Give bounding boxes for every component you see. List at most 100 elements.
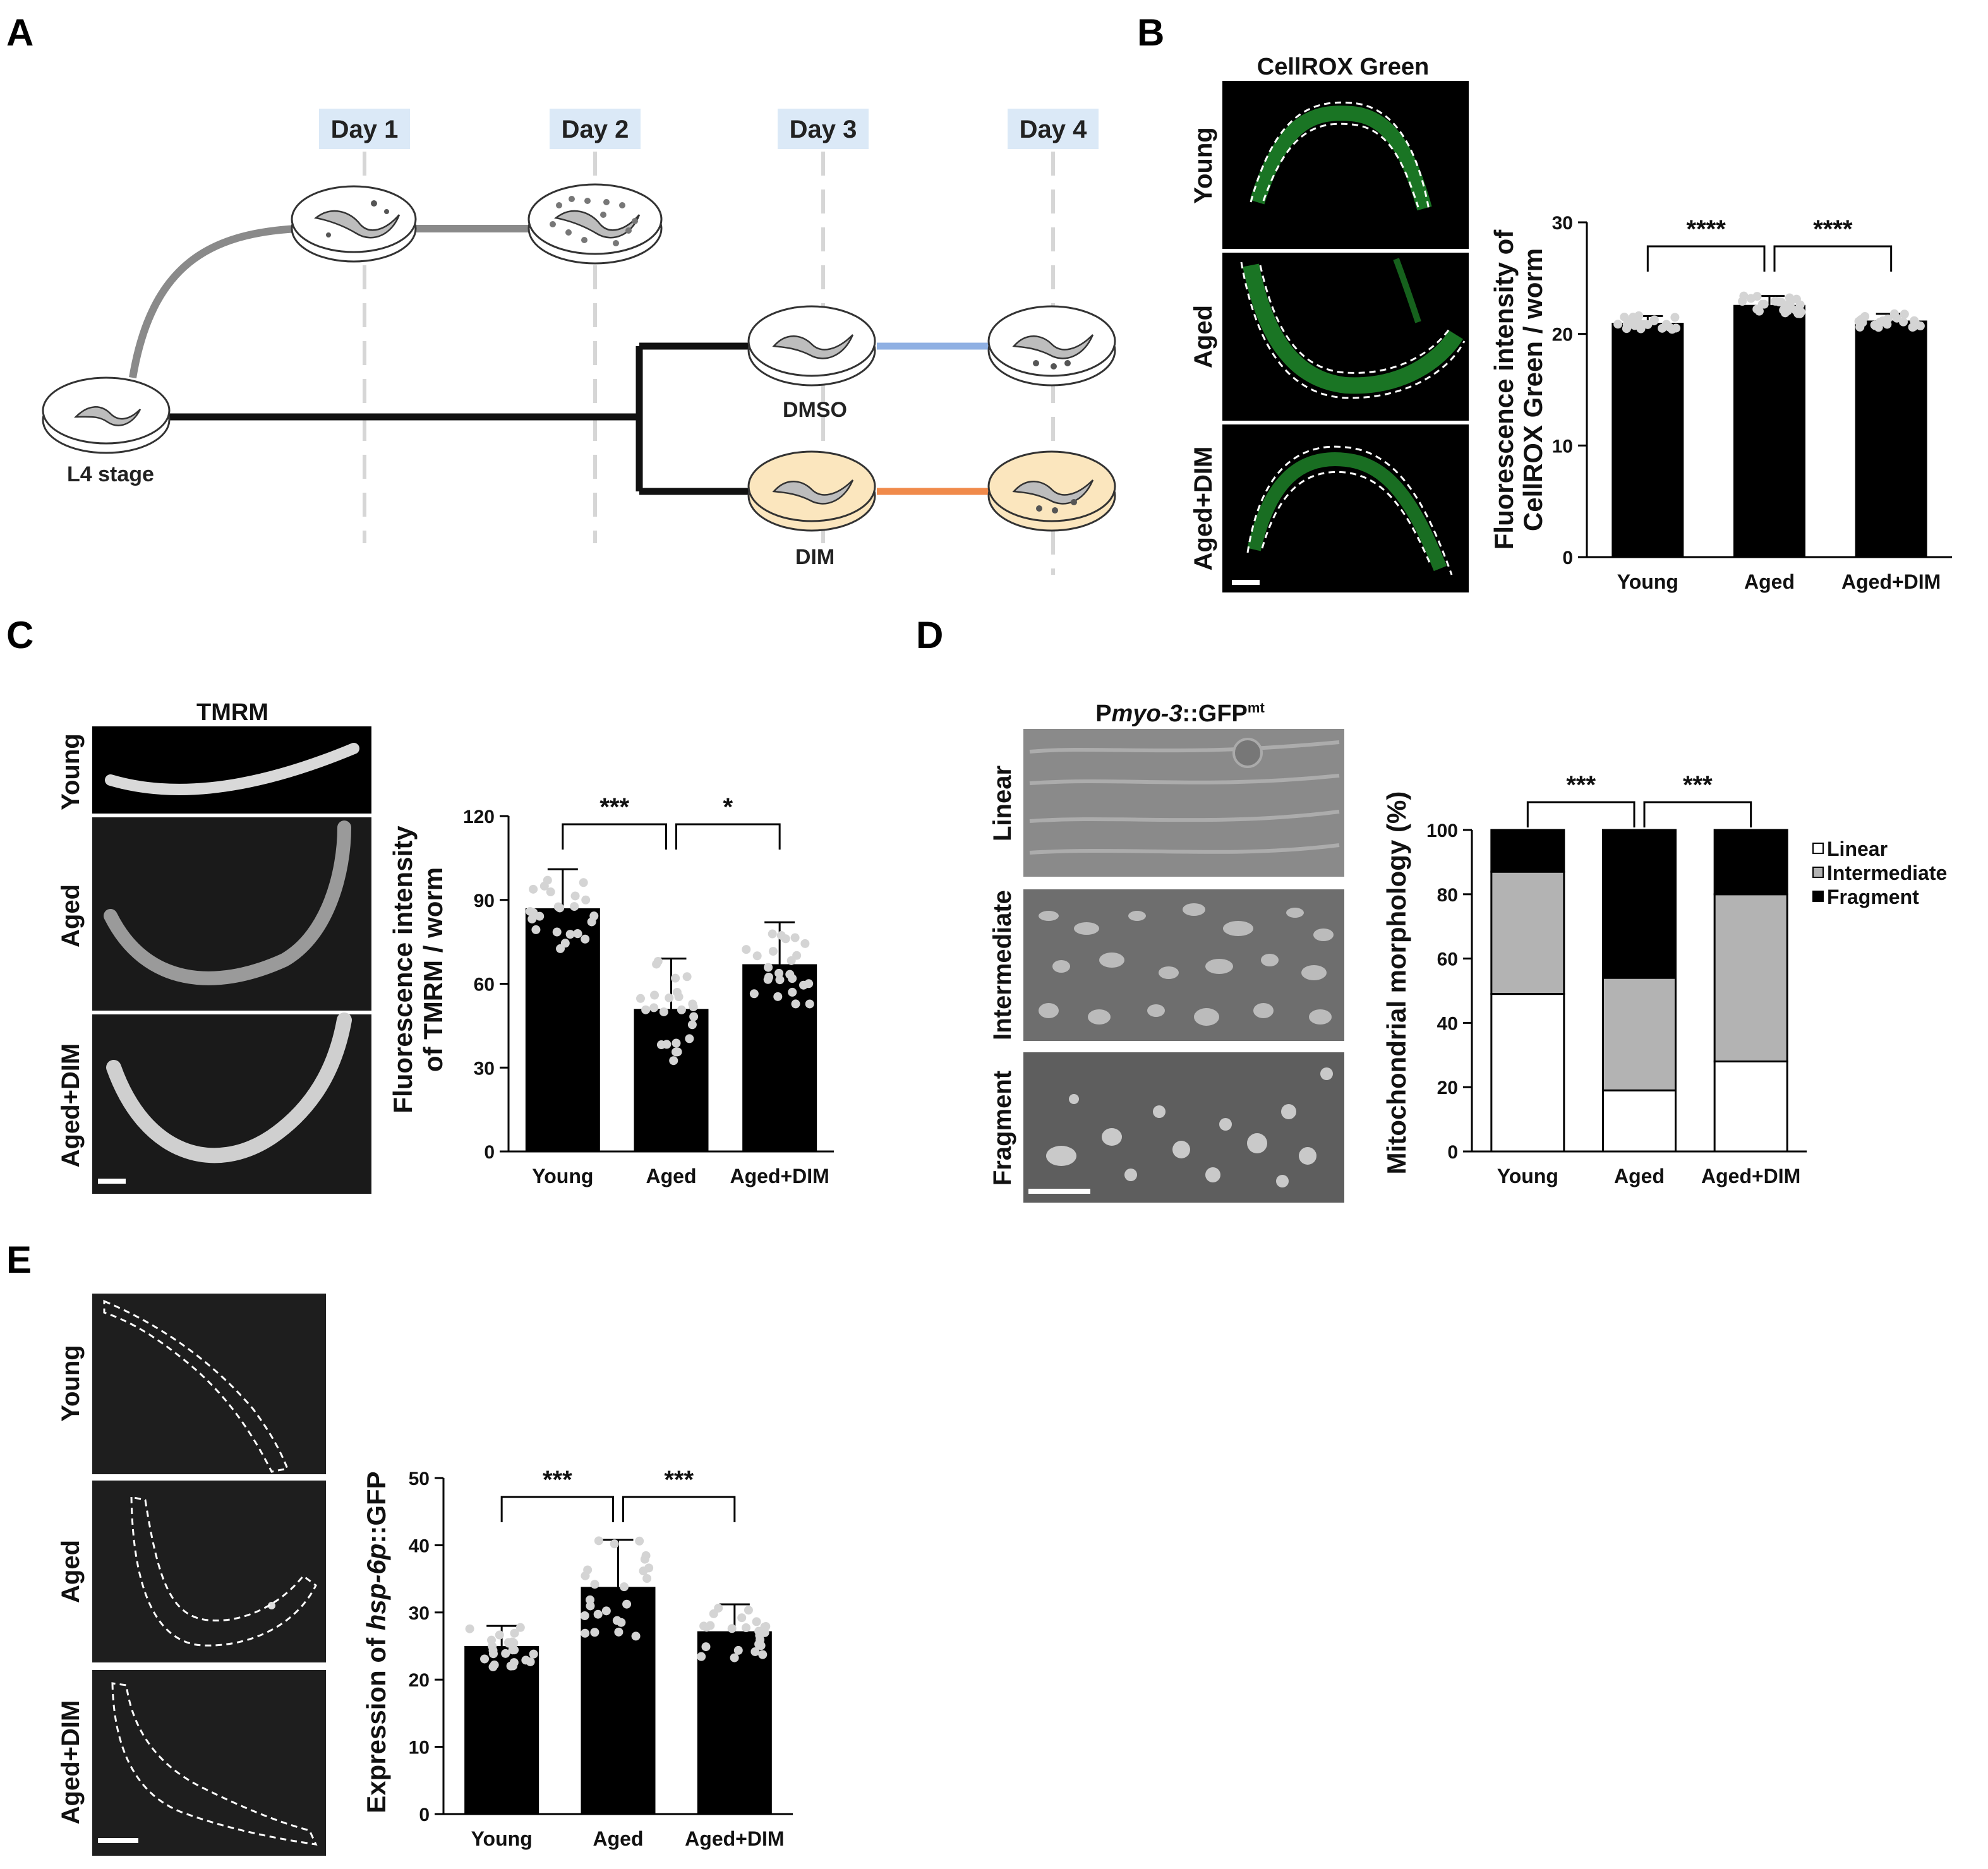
significance-bracket: [1526, 801, 1636, 827]
myo3-image-title: Pmyo-3::GFPmt: [1095, 700, 1265, 727]
y-axis-title: Fluorescence intensity ofCellROX Green /…: [1489, 229, 1548, 550]
data-point: [750, 1647, 760, 1656]
y-tick-label: 10: [409, 1738, 430, 1758]
legend-swatch: [1812, 843, 1824, 854]
data-point: [622, 1599, 632, 1609]
data-point: [531, 925, 541, 934]
panel-b: B CellROX Green Young Aged Aged+DIM 0102…: [1137, 11, 1952, 593]
day-label-3: Day 3: [778, 109, 869, 149]
petri-dish-day1: [291, 185, 417, 263]
data-point: [1795, 309, 1805, 318]
significance-bracket: [675, 823, 781, 850]
stacked-bar-segment: [1490, 870, 1565, 995]
cellrox-row-aged: Aged: [1190, 305, 1217, 368]
data-point: [687, 1020, 697, 1030]
y-tick-label: 100: [1426, 820, 1458, 841]
x-category-label: Aged+DIM: [1701, 1165, 1800, 1187]
y-tick-label: 50: [409, 1469, 430, 1489]
hsp6-row-aged-dim: Aged+DIM: [57, 1700, 85, 1825]
data-point: [529, 884, 538, 894]
data-point: [593, 1609, 603, 1619]
data-point: [581, 895, 591, 904]
myo3-row-fragment: Fragment: [989, 1071, 1016, 1186]
data-point: [685, 1034, 694, 1043]
data-point: [775, 975, 785, 985]
data-point: [742, 1623, 751, 1633]
x-category-label: Aged: [1744, 570, 1795, 593]
data-point: [488, 1662, 498, 1671]
panel-letter-c: C: [6, 614, 33, 656]
significance-bracket: [562, 823, 667, 850]
data-point: [1636, 320, 1645, 329]
data-point: [1670, 313, 1680, 322]
significance-bracket: [1773, 245, 1893, 272]
y-axis-title-line: of TMRM / worm: [418, 867, 448, 1072]
petri-dish-dmso-day3: [747, 305, 876, 387]
data-point: [579, 878, 588, 887]
data-point: [702, 1623, 711, 1632]
l4-stage-label: L4 stage: [67, 462, 154, 486]
y-axis-title-part: hsp-6p: [361, 1544, 391, 1631]
dmso-label: DMSO: [783, 398, 847, 422]
scale-bar: [1232, 580, 1260, 585]
data-point: [1883, 314, 1893, 323]
y-axis-title-line: Mitochondrial morphology (%): [1382, 791, 1411, 1175]
scale-bar: [98, 1838, 138, 1843]
data-point: [570, 902, 579, 911]
data-point: [488, 1649, 498, 1659]
y-tick-label: 20: [1437, 1078, 1458, 1098]
data-point: [1774, 297, 1784, 307]
y-tick-label: 0: [1562, 548, 1573, 568]
data-point: [773, 992, 783, 1001]
stacked-bar-segment: [1602, 1089, 1677, 1153]
panel-d: D Pmyo-3::GFPmt: [916, 614, 1947, 1203]
data-point: [486, 1635, 496, 1645]
data-point: [640, 1554, 649, 1564]
significance-label: ****: [1813, 215, 1853, 243]
data-point: [1889, 309, 1899, 318]
data-point: [727, 1624, 737, 1633]
y-tick-label: 0: [1447, 1142, 1458, 1163]
x-category-label: Aged: [593, 1827, 644, 1850]
y-tick-label: 30: [1552, 213, 1573, 234]
data-point: [709, 1609, 718, 1618]
stacked-bar-segment: [1490, 829, 1565, 873]
y-tick-label: 0: [484, 1142, 495, 1163]
svg-text:Day 3: Day 3: [790, 116, 857, 143]
significance-label: ***: [1566, 771, 1596, 799]
x-category-label: Aged: [646, 1165, 697, 1187]
data-point: [612, 1616, 622, 1625]
y-axis-title: Expression of hsp-6p::GFP: [361, 1471, 391, 1813]
data-point: [529, 1649, 538, 1659]
data-point: [635, 1536, 644, 1546]
data-point: [573, 929, 582, 939]
data-point: [768, 929, 777, 939]
hsp6-image-young: [92, 1294, 326, 1474]
data-point: [659, 1007, 668, 1016]
data-point: [1629, 312, 1638, 322]
data-point: [515, 1623, 525, 1632]
hsp6-row-aged: Aged: [57, 1540, 85, 1603]
data-point: [752, 951, 762, 961]
data-point: [653, 956, 663, 966]
tmrm-image-aged-dim: [92, 1013, 371, 1194]
cellrox-image-aged-dim: [1222, 424, 1469, 592]
data-point: [781, 934, 790, 944]
panel-letter-e: E: [6, 1239, 32, 1281]
data-point: [636, 994, 645, 1003]
data-point: [763, 975, 773, 984]
x-category-label: Young: [1497, 1165, 1558, 1187]
data-point: [546, 887, 555, 897]
data-point: [788, 987, 797, 997]
stacked-bar-segment: [1713, 893, 1788, 1062]
y-axis-title-part: Expression of: [361, 1630, 391, 1813]
svg-text:Day 4: Day 4: [1020, 116, 1087, 143]
y-tick-label: 40: [1437, 1013, 1458, 1034]
data-point: [631, 1632, 641, 1641]
data-point: [1783, 301, 1792, 310]
data-point: [526, 1657, 535, 1666]
data-point: [689, 1012, 699, 1021]
data-point: [480, 1654, 490, 1664]
